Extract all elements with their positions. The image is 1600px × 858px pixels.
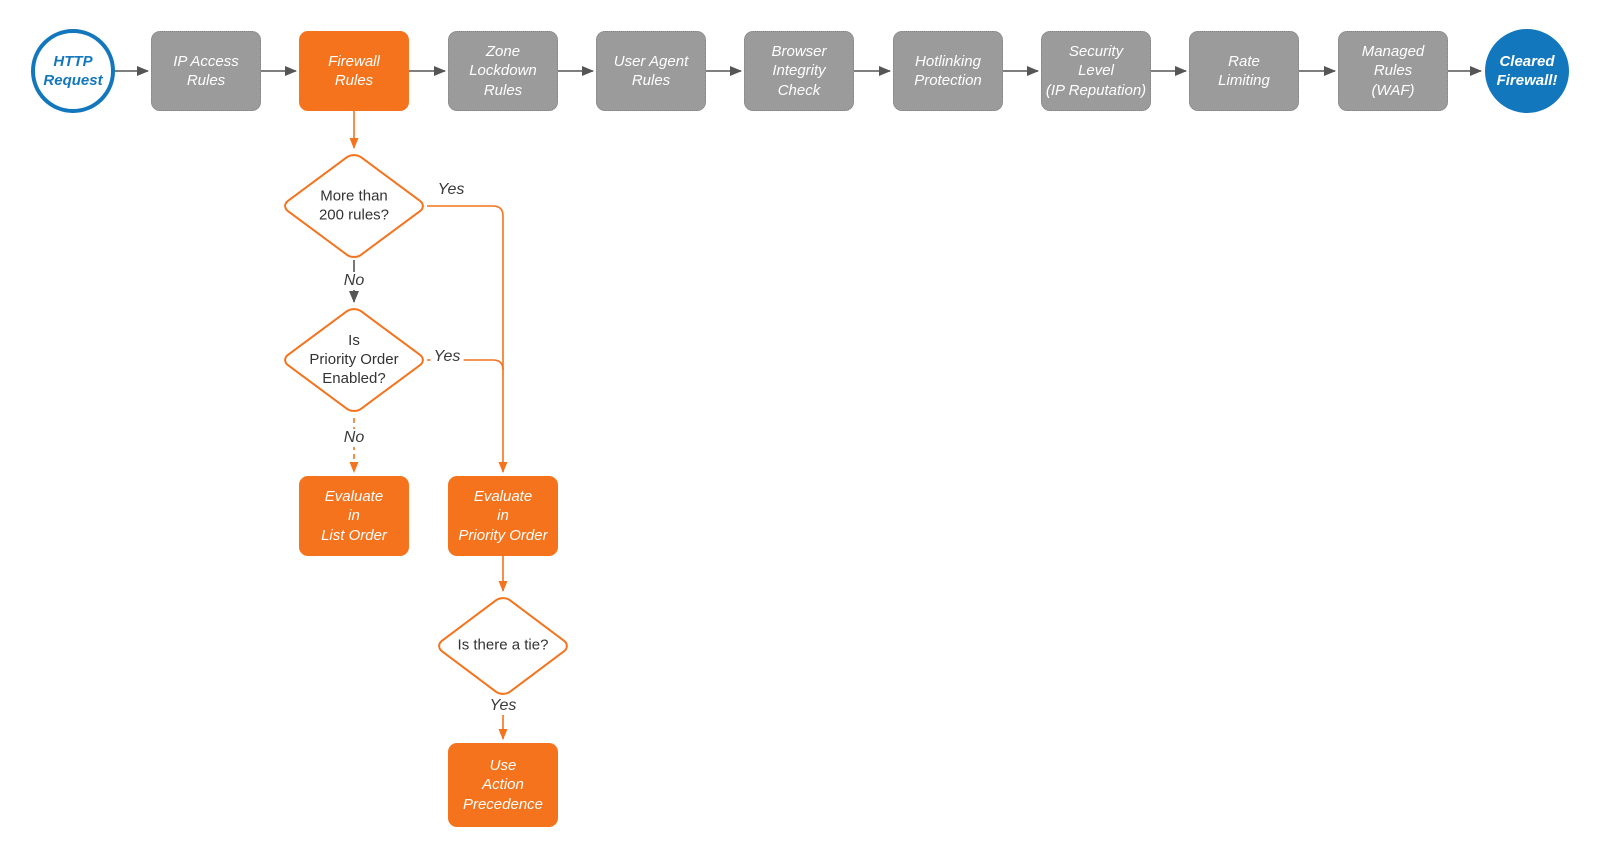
edge-decision2-yes-join <box>427 359 504 371</box>
action-use-action-precedence: Use Action Precedence <box>448 743 558 827</box>
edge-label-no: No <box>340 429 368 447</box>
edge-decision1-yes-to-priority-order <box>427 205 508 473</box>
pipeline-step-managed-rules-waf: Managed Rules (WAF) <box>1338 31 1448 111</box>
decision-label-priority-order-enabled: Is Priority Order Enabled? <box>309 331 399 387</box>
pipeline-step-hotlinking-protection: Hotlinking Protection <box>893 31 1003 111</box>
start-node-http-request: HTTP Request <box>31 29 115 113</box>
action-evaluate-in-priority-order: Evaluate in Priority Order <box>448 476 558 556</box>
decision-priority-order-enabled <box>281 306 427 414</box>
decision-label-is-there-a-tie: Is there a tie? <box>457 636 549 654</box>
pipeline-step-zone-lockdown-rules: Zone Lockdown Rules <box>448 31 558 111</box>
edge-label-yes: Yes <box>430 348 464 366</box>
pipeline-step-firewall-rules: Firewall Rules <box>299 31 409 111</box>
edge-label-yes: Yes <box>486 697 520 715</box>
end-node-cleared-firewall: Cleared Firewall! <box>1485 29 1569 113</box>
pipeline-step-security-level: Security Level (IP Reputation) <box>1041 31 1151 111</box>
pipeline-step-user-agent-rules: User Agent Rules <box>596 31 706 111</box>
pipeline-step-browser-integrity-check: Browser Integrity Check <box>744 31 854 111</box>
decision-is-there-a-tie <box>435 595 571 697</box>
decision-more-than-200-rules <box>281 152 427 260</box>
decision-label-more-than-200-rules: More than 200 rules? <box>318 187 390 223</box>
edge-label-no: No <box>340 272 368 290</box>
pipeline-step-ip-access-rules: IP Access Rules <box>151 31 261 111</box>
edge-label-yes: Yes <box>434 181 468 199</box>
action-evaluate-in-list-order: Evaluate in List Order <box>299 476 409 556</box>
pipeline-step-rate-limiting: Rate Limiting <box>1189 31 1299 111</box>
